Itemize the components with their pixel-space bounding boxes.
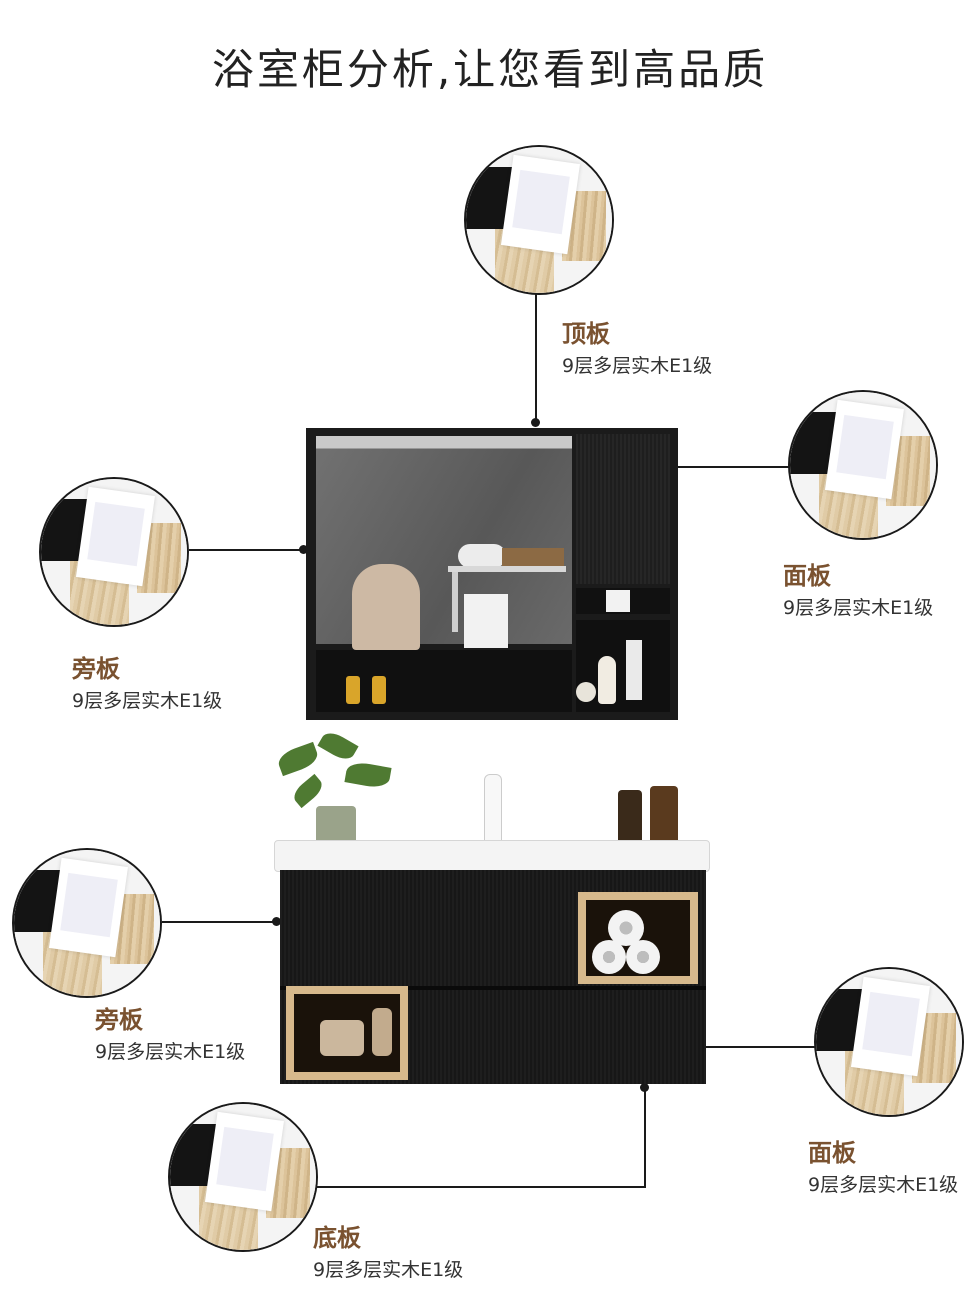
- label-desc-top: 9层多层实木E1级: [562, 355, 713, 377]
- connector-mirror-face: [660, 466, 790, 468]
- page-title: 浴室柜分析,让您看到高品质: [211, 45, 769, 94]
- mirror-surface: [316, 436, 572, 650]
- connector-dot-bottom: [640, 1083, 649, 1092]
- material-swatch-vanity-face: [814, 967, 964, 1117]
- faucet: [484, 774, 502, 844]
- mirror-cabinet-open-shelf: [576, 620, 670, 712]
- connector-vanity-face: [688, 1046, 816, 1048]
- label-name-mirror-side: 旁板: [72, 655, 120, 683]
- label-desc-vanity-side: 9层多层实木E1级: [95, 1041, 246, 1063]
- connector-dot-vanity-side: [272, 917, 281, 926]
- label-name-vanity-face: 面板: [808, 1139, 856, 1167]
- label-desc-mirror-side: 9层多层实木E1级: [72, 690, 223, 712]
- soap-bottle: [650, 786, 678, 844]
- connector-mirror-side: [189, 549, 303, 551]
- mirror-cabinet-door: [576, 434, 670, 584]
- material-swatch-mirror-side: [39, 477, 189, 627]
- connector-top: [535, 294, 537, 422]
- material-swatch-top: [464, 145, 614, 295]
- mirror-cabinet-bottom-shelf: [316, 650, 572, 712]
- label-desc-vanity-face: 9层多层实木E1级: [808, 1174, 959, 1196]
- mirror-cabinet-image: [306, 428, 678, 720]
- plant-leaf: [289, 773, 327, 809]
- vanity-cabinet-image: [280, 870, 706, 1084]
- connector-bottom-vertical: [644, 1086, 646, 1188]
- label-desc-bottom: 9层多层实木E1级: [313, 1259, 464, 1281]
- label-desc-mirror-face: 9层多层实木E1级: [783, 597, 934, 619]
- plant-leaf: [317, 728, 359, 764]
- connector-dot-top: [531, 418, 540, 427]
- material-swatch-bottom: [168, 1102, 318, 1252]
- plant-leaf: [344, 760, 392, 790]
- connector-bottom-horizontal: [316, 1186, 646, 1188]
- vanity-upper-niche: [578, 892, 698, 984]
- label-name-vanity-side: 旁板: [95, 1006, 143, 1034]
- material-swatch-mirror-face: [788, 390, 938, 540]
- mirror-cabinet-cubby: [576, 588, 670, 614]
- vanity-lower-niche: [286, 986, 408, 1080]
- plant-pot: [316, 806, 356, 844]
- soap-bottle: [618, 790, 642, 844]
- connector-vanity-side: [162, 921, 274, 923]
- connector-dot-mirror-side: [299, 545, 308, 554]
- label-name-top: 顶板: [562, 320, 610, 348]
- basin-top: [274, 840, 710, 872]
- label-name-mirror-face: 面板: [783, 562, 831, 590]
- label-name-bottom: 底板: [313, 1224, 361, 1252]
- material-swatch-vanity-side: [12, 848, 162, 998]
- plant-leaf: [275, 741, 321, 777]
